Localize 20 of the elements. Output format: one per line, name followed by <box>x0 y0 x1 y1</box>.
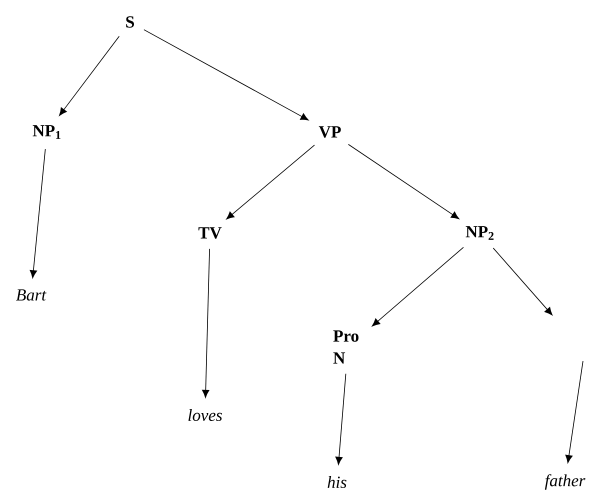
arrow <box>59 36 120 116</box>
arrow <box>372 246 464 326</box>
category-label: Pro N <box>333 330 358 364</box>
word-label: Bart <box>16 289 46 301</box>
arrow <box>202 248 210 398</box>
arrow <box>226 144 315 220</box>
category-label: TV <box>198 227 222 239</box>
category-label: NP$_{1}$ <box>32 125 60 139</box>
word-label: father <box>544 474 586 490</box>
arrow <box>492 248 552 316</box>
arrow <box>335 373 346 465</box>
word-label: his <box>328 476 346 488</box>
category-label: VP <box>318 126 341 138</box>
arrow <box>144 29 309 120</box>
arrow <box>30 148 46 278</box>
word-label: loves <box>188 409 222 421</box>
category-label: NP$_{2}$ <box>466 226 494 240</box>
arrow <box>565 360 584 464</box>
arrow <box>348 144 460 220</box>
category-label: S <box>126 16 134 28</box>
